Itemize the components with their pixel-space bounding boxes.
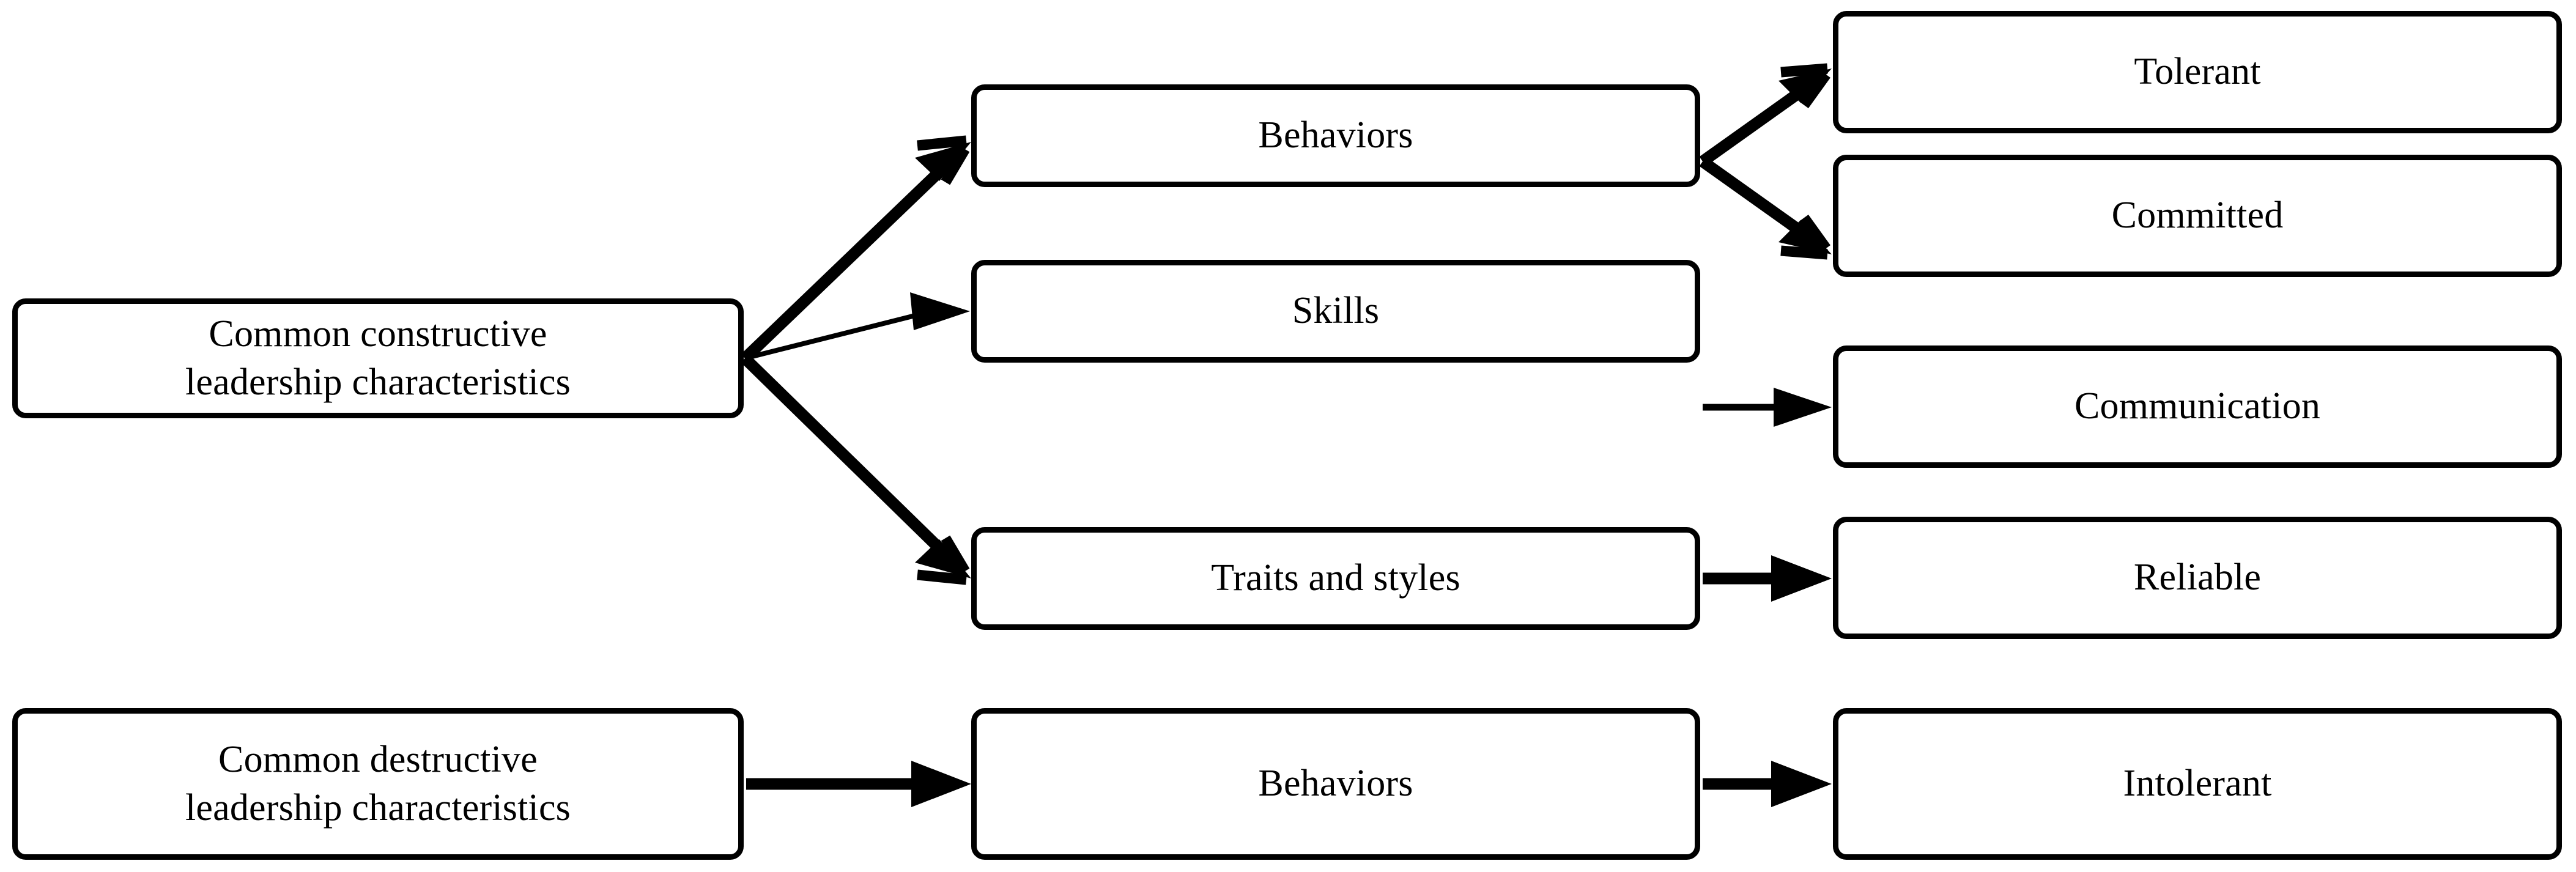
node-reliable[interactable]: Reliable bbox=[1833, 517, 2562, 639]
node-communication[interactable]: Communication bbox=[1833, 345, 2562, 468]
node-committed[interactable]: Committed bbox=[1833, 155, 2562, 277]
edge-constructive-to-behaviors bbox=[741, 135, 971, 363]
node-intolerant[interactable]: Intolerant bbox=[1833, 708, 2562, 860]
node-label: Behaviors bbox=[1258, 114, 1413, 157]
node-label: Intolerant bbox=[2123, 763, 2272, 805]
edge-traits-to-reliable bbox=[1703, 555, 1832, 602]
edge-destructive-to-behaviors bbox=[746, 761, 971, 807]
edge-constructive-to-skills bbox=[744, 292, 970, 361]
node-skills[interactable]: Skills bbox=[971, 260, 1700, 363]
node-label: Common destructive leadership characteri… bbox=[185, 738, 571, 829]
node-common-destructive-leadership-characteristics[interactable]: Common destructive leadership characteri… bbox=[12, 708, 744, 860]
edge-behaviors-to-committed bbox=[1699, 157, 1832, 260]
edge-behaviors-to-intolerant bbox=[1703, 761, 1832, 807]
node-tolerant[interactable]: Tolerant bbox=[1833, 11, 2562, 133]
node-label: Common constructive leadership character… bbox=[185, 312, 571, 403]
node-behaviors-destructive[interactable]: Behaviors bbox=[971, 708, 1700, 860]
node-label: Communication bbox=[2074, 385, 2321, 427]
node-behaviors-constructive[interactable]: Behaviors bbox=[971, 84, 1700, 187]
node-label: Traits and styles bbox=[1211, 557, 1460, 599]
node-common-constructive-leadership-characteristics[interactable]: Common constructive leadership character… bbox=[12, 298, 744, 418]
node-label: Committed bbox=[2111, 194, 2284, 237]
node-label: Behaviors bbox=[1258, 763, 1413, 805]
edge-skills-to-communication bbox=[1703, 388, 1832, 427]
node-traits-and-styles[interactable]: Traits and styles bbox=[971, 527, 1700, 630]
edge-behaviors-to-tolerant bbox=[1699, 63, 1832, 166]
edge-constructive-to-traits bbox=[741, 354, 971, 585]
node-label: Skills bbox=[1292, 290, 1380, 332]
node-label: Reliable bbox=[2133, 556, 2262, 599]
node-label: Tolerant bbox=[2134, 51, 2261, 93]
